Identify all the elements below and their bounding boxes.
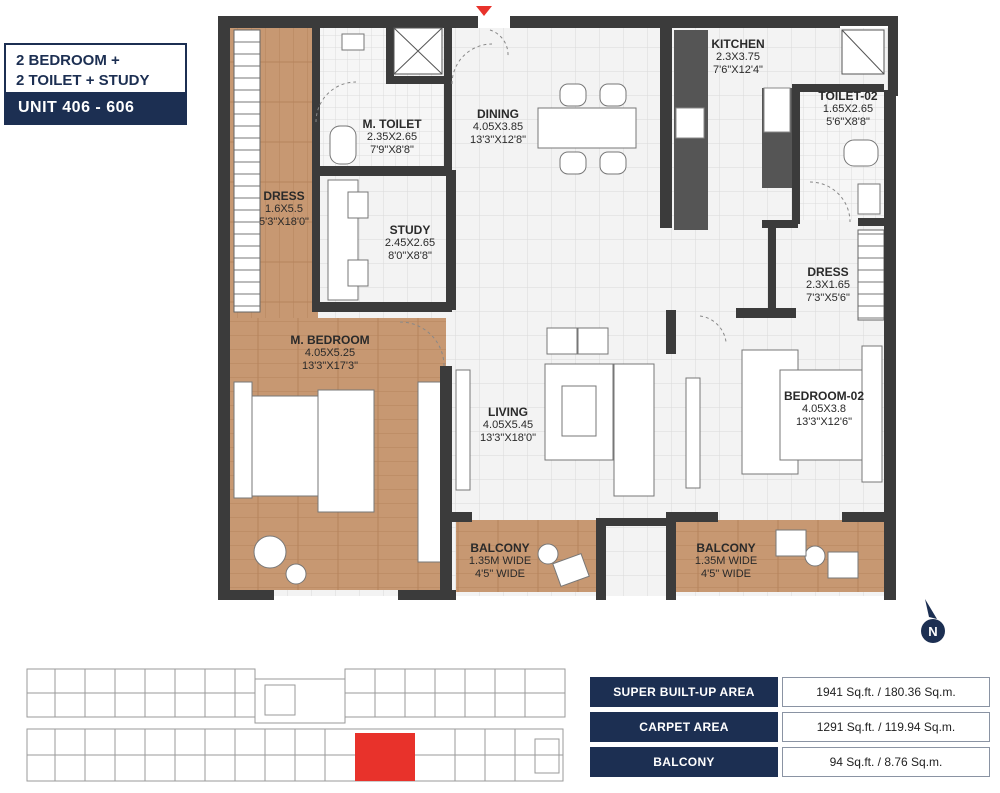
tv-unit <box>455 369 471 491</box>
area-row-super-built-up: SUPER BUILT-UP AREA 1941 Sq.ft. / 180.36… <box>590 677 990 707</box>
north-label: N <box>928 624 937 639</box>
area-value: 94 Sq.ft. / 8.76 Sq.m. <box>782 747 990 777</box>
unit-header: 2 BEDROOM + 2 TOILET + STUDY UNIT 406 - … <box>4 43 187 125</box>
area-value: 1941 Sq.ft. / 180.36 Sq.m. <box>782 677 990 707</box>
wc-master <box>329 125 357 165</box>
unit-number: UNIT 406 - 606 <box>6 92 185 123</box>
key-plan <box>26 668 566 782</box>
dining-table <box>537 107 637 149</box>
area-label: CARPET AREA <box>590 712 778 742</box>
area-label: SUPER BUILT-UP AREA <box>590 677 778 707</box>
wc-02 <box>843 139 879 167</box>
hob <box>675 107 705 139</box>
floor-plan <box>218 6 898 600</box>
entrance-marker <box>476 6 492 16</box>
area-label: BALCONY <box>590 747 778 777</box>
area-row-balcony: BALCONY 94 Sq.ft. / 8.76 Sq.m. <box>590 747 990 777</box>
unit-type-line-1: 2 BEDROOM + <box>16 52 120 69</box>
area-row-carpet: CARPET AREA 1291 Sq.ft. / 119.94 Sq.m. <box>590 712 990 742</box>
north-arrow-icon: N <box>921 599 945 643</box>
walls <box>218 16 898 600</box>
unit-type: 2 BEDROOM + 2 TOILET + STUDY <box>16 51 150 91</box>
unit-highlight <box>355 733 415 781</box>
area-value: 1291 Sq.ft. / 119.94 Sq.m. <box>782 712 990 742</box>
coffee-table <box>544 363 614 461</box>
sink <box>763 87 791 133</box>
unit-type-line-2: 2 TOILET + STUDY <box>16 72 150 89</box>
wardrobe-left <box>233 29 261 313</box>
sofa <box>613 363 655 497</box>
